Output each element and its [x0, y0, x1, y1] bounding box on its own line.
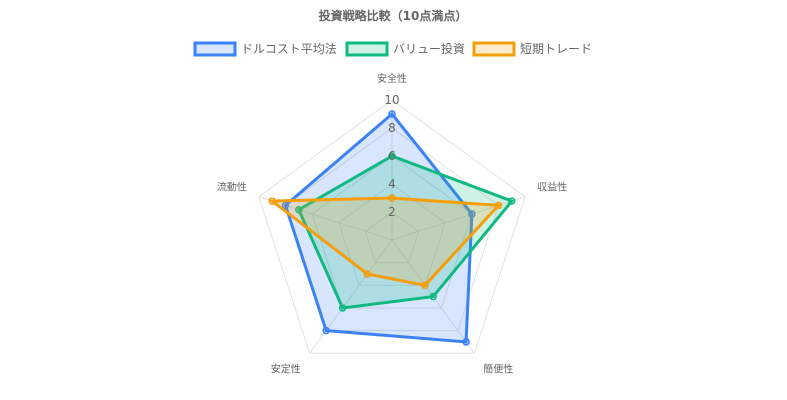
- data-point[interactable]: [429, 292, 437, 301]
- tick-label: 6: [388, 149, 396, 163]
- data-point[interactable]: [494, 201, 503, 210]
- axis-line: [258, 196, 393, 241]
- grid-ring: [338, 183, 446, 286]
- axis-label: 収益性: [537, 181, 567, 194]
- data-point[interactable]: [462, 338, 470, 346]
- data-point[interactable]: [338, 304, 347, 312]
- series-area-2: [267, 196, 502, 287]
- legend-swatch: [345, 41, 389, 57]
- grid-ring: [284, 127, 500, 332]
- axis-label: 簡便性: [483, 362, 513, 375]
- data-point[interactable]: [388, 110, 396, 118]
- axis-line: [309, 239, 393, 354]
- data-point[interactable]: [281, 201, 290, 210]
- legend-item[interactable]: ドルコスト平均法: [193, 41, 337, 57]
- series-layer: [267, 110, 516, 346]
- data-point[interactable]: [468, 210, 476, 218]
- tick-label: 4: [388, 177, 396, 191]
- data-point[interactable]: [421, 281, 429, 290]
- tick-labels: 2 4 6 8 10: [384, 93, 399, 219]
- data-point[interactable]: [388, 152, 396, 160]
- legend-item[interactable]: 短期トレード: [472, 41, 592, 57]
- tick-label: 2: [388, 205, 396, 219]
- axis-label: 流動性: [217, 181, 247, 194]
- data-point[interactable]: [322, 326, 330, 335]
- legend-item[interactable]: バリュー投資: [345, 41, 465, 57]
- data-point[interactable]: [363, 270, 372, 278]
- legend-label: 短期トレード: [520, 42, 592, 56]
- data-point[interactable]: [268, 197, 276, 205]
- data-point[interactable]: [388, 194, 396, 202]
- legend-label: バリュー投資: [393, 41, 465, 56]
- chart-title: 投資戦略比較（10点満点）: [319, 8, 468, 23]
- tick-label: 8: [388, 121, 396, 135]
- axis-line: [391, 196, 526, 241]
- tick-label: 10: [384, 93, 399, 107]
- grid-ring: [258, 99, 526, 354]
- grid-ring: [364, 211, 420, 264]
- axis-label: 安全性: [377, 72, 407, 85]
- legend-label: ドルコスト平均法: [241, 42, 337, 56]
- data-point[interactable]: [508, 197, 516, 205]
- axis-label: 安定性: [271, 362, 301, 375]
- legend: ドルコスト平均法 バリュー投資 短期トレード: [193, 41, 592, 57]
- grid-ring: [311, 155, 473, 309]
- legend-swatch: [193, 41, 237, 57]
- data-point[interactable]: [295, 205, 303, 214]
- legend-swatch: [472, 41, 516, 57]
- radar-grid: [258, 99, 526, 354]
